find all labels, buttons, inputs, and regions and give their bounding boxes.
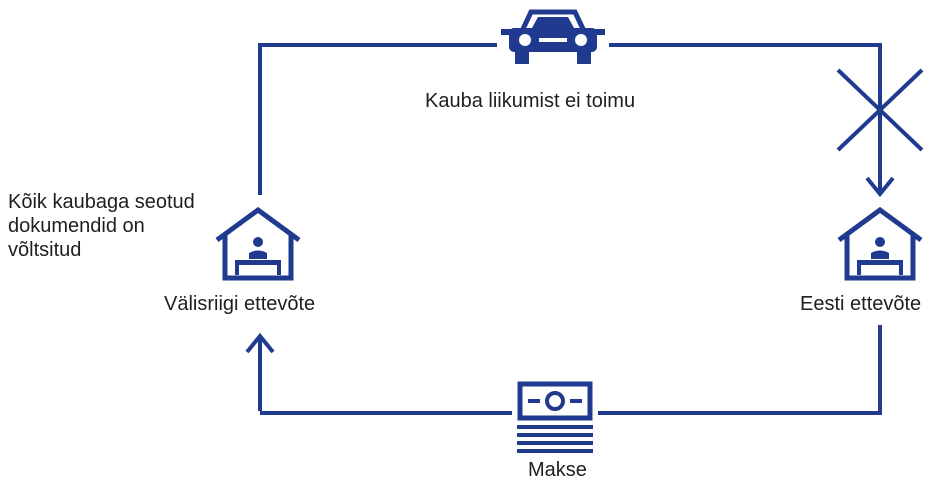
payment-label: Makse [528,459,587,481]
foreign-company-label: Välisriigi ettevõte [164,293,316,315]
arrow-up [245,332,275,354]
car-icon [501,9,605,64]
note-line-2: dokumendid on [8,215,145,237]
arrow-down [865,176,895,198]
no-goods-movement-label: Kauba liikumist ei toimu [425,90,636,112]
foreign-company-building-icon [217,210,299,278]
note-line-1: Kõik kaubaga seotud [8,191,195,213]
note-line-3: võltsitud [8,239,82,261]
estonian-company-label: Eesti ettevõte [800,293,922,315]
forged-documents-note: Kõik kaubaga seotud dokumendid on võltsi… [8,190,228,262]
banknote-icon [517,381,593,453]
cross-icon [836,68,924,152]
flow-lines [245,43,895,415]
estonian-company-building-icon [839,210,921,278]
